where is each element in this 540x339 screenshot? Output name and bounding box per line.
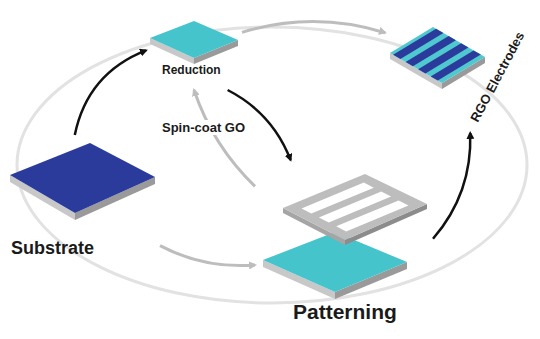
slab-illustration: [146, 18, 242, 90]
rgo-stripe: [431, 50, 481, 80]
mask-opening: [319, 192, 391, 223]
mask-opening: [336, 201, 408, 232]
shadow-mask-top: [283, 174, 427, 240]
substrate-node: Substrate: [5, 135, 160, 270]
step-label: RGO Electrodes: [468, 30, 527, 125]
edge-label: Spin-coat GO: [160, 120, 247, 135]
electrode-slab-top: [390, 27, 485, 83]
substrate-film-slab-top: [263, 232, 407, 292]
process-arrow: [160, 246, 255, 266]
process-arrow: [242, 22, 385, 33]
mask-opening: [302, 183, 374, 214]
rgo-electrodes-node: RGO Electrodes: [385, 15, 527, 133]
reduction-node: Reduction: [146, 18, 242, 90]
process-arrow: [433, 133, 470, 239]
step-label: Substrate: [11, 239, 94, 259]
step-label: Reduction: [162, 64, 221, 77]
patterning-node: Patterning: [255, 160, 433, 335]
process-arrow: [75, 50, 146, 135]
substrate-slab-top: [10, 143, 155, 213]
process-arrow: [194, 90, 255, 186]
go-film-slab-top: [150, 21, 238, 58]
step-label: Patterning: [293, 300, 397, 323]
